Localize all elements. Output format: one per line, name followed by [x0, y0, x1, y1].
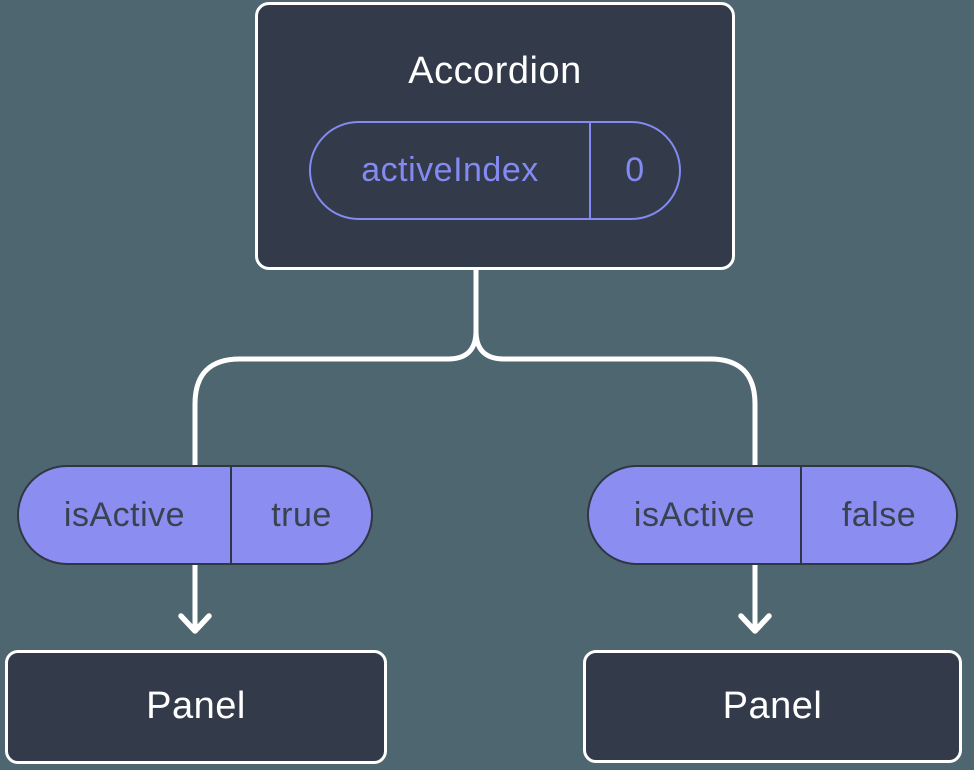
connector-root-to-right-child	[473, 266, 758, 467]
prop-value-activeindex: 0	[625, 150, 645, 189]
node-panel-left: Panel	[5, 650, 387, 764]
prop-name-isactive-right: isActive	[589, 467, 802, 563]
prop-pill-activeindex: activeIndex 0	[309, 120, 681, 220]
node-panel-right: Panel	[583, 650, 962, 763]
prop-pill-isactive-true: isActive true	[17, 465, 373, 565]
prop-value-isactive-right: false	[841, 495, 917, 534]
prop-name-activeindex: activeIndex	[311, 122, 591, 218]
prop-name-isactive-left: isActive	[19, 467, 232, 563]
arrow-right-head-icon	[738, 613, 772, 634]
node-panel-left-title: Panel	[146, 685, 246, 728]
node-panel-right-title: Panel	[722, 684, 823, 727]
node-accordion-title: Accordion	[408, 50, 582, 92]
prop-pill-isactive-false: isActive false	[587, 465, 958, 565]
prop-value-isactive-left: true	[271, 495, 332, 534]
connector-root-to-left-child	[192, 266, 479, 467]
node-accordion: Accordion activeIndex 0	[255, 2, 735, 270]
arrow-left-head-icon	[178, 613, 212, 634]
